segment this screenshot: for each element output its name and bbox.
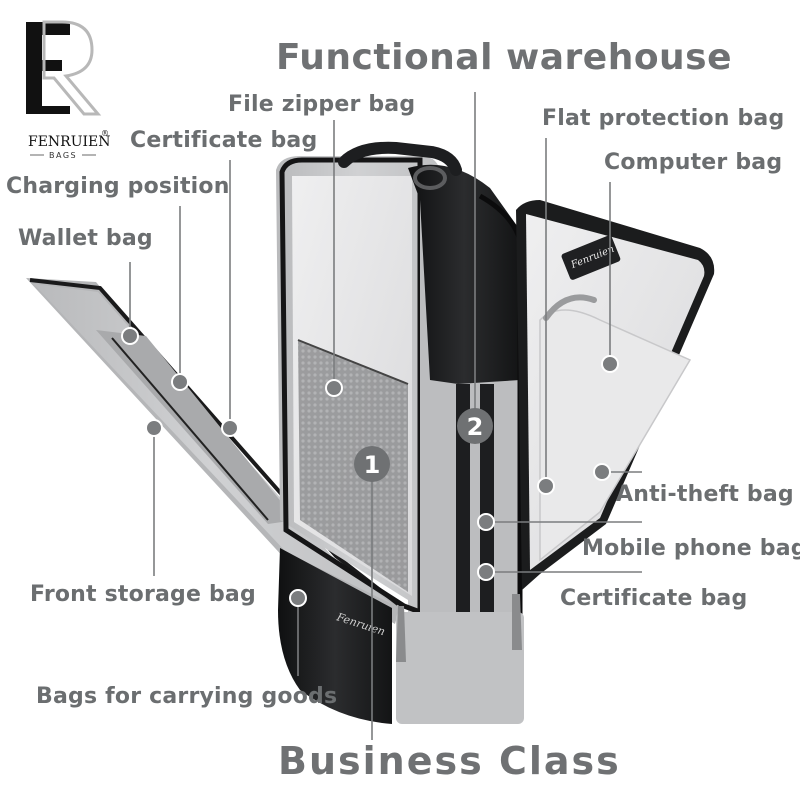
- main-compartment: [276, 156, 440, 628]
- brand-sub: BAGS: [49, 151, 77, 160]
- marker-2-label: 2: [467, 413, 484, 441]
- main-compartment-rim: [279, 157, 423, 616]
- file-zipper-pocket: [298, 340, 408, 592]
- brand-name: FENRUIEN: [28, 134, 111, 150]
- spine-leather-top: [408, 164, 520, 384]
- handle-ring: [413, 166, 447, 190]
- marker-2: 2: [457, 408, 493, 444]
- leather-bottom-shape: [278, 548, 392, 724]
- callout-dot-wallet-bag: [121, 327, 139, 345]
- tablet-sleeve-edge: [543, 294, 597, 321]
- callout-dots: [121, 327, 619, 607]
- callout-dot-file-zipper-bag: [325, 379, 343, 397]
- label-computer-bag: Computer bag: [604, 150, 783, 175]
- marker-2-circle: [457, 408, 493, 444]
- callout-dot-anti-theft-bag: [593, 463, 611, 481]
- marker-1: 1: [354, 446, 390, 482]
- label-wallet-bag: Wallet bag: [18, 226, 153, 251]
- label-file-zipper-bag: File zipper bag: [228, 92, 416, 117]
- top-handle: [338, 141, 462, 190]
- callout-dot-certificate-bag-right: [477, 563, 495, 581]
- label-anti-theft-bag: Anti-theft bag: [616, 482, 794, 507]
- footline-business-class: Business Class: [278, 739, 621, 783]
- callout-dot-front-storage-bag: [145, 419, 163, 437]
- spine-stripe-1: [456, 384, 470, 620]
- headline-functional-warehouse: Functional warehouse: [276, 37, 733, 78]
- front-flap-pocket: [96, 330, 296, 524]
- leather-bottom-pocket: Fenruien: [278, 548, 392, 724]
- callout-dot-certificate-bag-left: [221, 419, 239, 437]
- label-front-storage-bag: Front storage bag: [30, 582, 256, 607]
- callout-dot-computer-bag: [601, 355, 619, 373]
- label-charging-position: Charging position: [6, 174, 230, 199]
- marker-1-circle: [354, 446, 390, 482]
- label-certificate-bag-left: Certificate bag: [130, 128, 318, 153]
- brand-registered: ®: [101, 129, 109, 138]
- zipper-puller-left: [396, 606, 406, 662]
- callout-dot-mobile-phone-bag: [477, 513, 495, 531]
- callout-dot-flat-protection-bag: [537, 477, 555, 495]
- logo-letter-r: [42, 20, 102, 116]
- handle-strap: [338, 141, 462, 176]
- file-zipper-line: [297, 339, 409, 385]
- logo-letter-f-top: [26, 22, 70, 35]
- label-flat-protection-bag: Flat protection bag: [542, 106, 785, 131]
- logo-underline: [26, 106, 70, 114]
- callout-dot-charging-position: [171, 373, 189, 391]
- bag-spine: [396, 164, 524, 724]
- label-certificate-bag-right: Certificate bag: [560, 586, 748, 611]
- spine-stripe-2: [480, 384, 494, 620]
- brand-logo: [26, 20, 102, 116]
- label-bags-for-carrying-goods: Bags for carrying goods: [36, 684, 338, 709]
- front-flap-pocket-zip: [111, 337, 269, 521]
- marker-1-label: 1: [364, 451, 381, 479]
- callout-dot-carrying-goods: [289, 589, 307, 607]
- brand-patch-bg: [561, 235, 621, 280]
- callout-lines: [129, 92, 642, 740]
- spine-base: [396, 612, 524, 724]
- label-mobile-phone-bag: Mobile phone bag: [582, 536, 800, 561]
- zipper-puller-right: [512, 594, 522, 650]
- laptop-compartment: Fenruien: [516, 200, 715, 590]
